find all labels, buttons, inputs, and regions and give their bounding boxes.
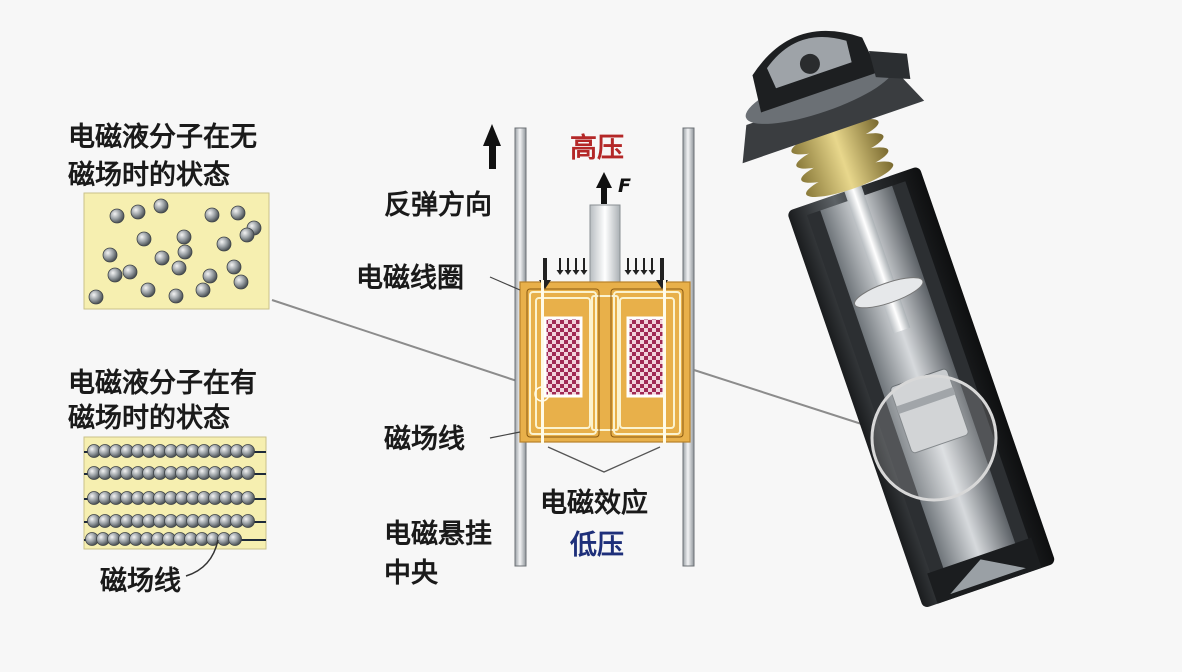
arrow-down-icon [640, 258, 648, 275]
arrow-down-icon [580, 258, 588, 275]
arrow-down-icon [624, 258, 632, 275]
particle-icon [176, 229, 192, 245]
field-line-loops [529, 291, 681, 435]
particle-icon [140, 282, 156, 298]
field-lines-center-leader [489, 431, 521, 439]
particle-icon [230, 205, 246, 221]
em-effect-leader [547, 446, 661, 473]
particle-icon [195, 282, 211, 298]
pin-left [541, 280, 544, 444]
force-arrow-icon [596, 172, 612, 204]
particle-icon [168, 288, 184, 304]
rebound-arrow-icon [483, 124, 501, 169]
pin-right [663, 280, 666, 444]
particle-icon [241, 444, 255, 458]
shock-connector [868, 50, 911, 80]
particle-icon [122, 264, 138, 280]
shock-spring [791, 119, 894, 197]
particle-icon [136, 231, 152, 247]
no-field-label-line1: 电磁液分子在无 [68, 122, 257, 153]
field-lines-center-label: 磁场线 [384, 424, 465, 455]
coil-leader [489, 276, 521, 291]
arrow-down-icon [572, 258, 580, 275]
particle-icon [241, 514, 255, 528]
shock-top-plate [742, 72, 925, 164]
particle-icon [239, 227, 255, 243]
no-field-panel [83, 192, 270, 310]
no-field-label-line2: 磁场时的状态 [68, 159, 230, 191]
em-suspension-label-line1: 电磁悬挂 [384, 519, 492, 550]
low-pressure-label: 低压 [569, 530, 624, 561]
particle-icon [204, 207, 220, 223]
particle-icon [154, 250, 170, 266]
arrow-down-icon [648, 258, 656, 275]
with-field-label-line2: 磁场时的状态 [68, 402, 230, 434]
arrow-down-icon [564, 258, 572, 275]
particle-icon [233, 274, 249, 290]
particle-icon [241, 466, 255, 480]
magnifier-circle [870, 374, 998, 502]
em-effect-label: 电磁效应 [540, 487, 648, 519]
piston-rod [589, 204, 621, 286]
particle-icon [107, 267, 123, 283]
shock-absorber-illustration [742, 30, 1055, 607]
with-field-label-line1: 电磁液分子在有 [68, 368, 257, 399]
particle-icon [226, 259, 242, 275]
em-suspension-label-line2: 中央 [384, 558, 439, 589]
arrow-down-icon [632, 258, 640, 275]
particle-icon [102, 247, 118, 263]
particle-icon [130, 204, 146, 220]
connector-line-left [271, 299, 521, 383]
aligned-particles [84, 444, 266, 546]
with-field-label: 电磁液分子在有 磁场时的状态 [68, 368, 257, 434]
particle-icon [216, 236, 232, 252]
shock-disc [854, 277, 924, 309]
connector-line-right [693, 369, 875, 429]
field-lines-left-leader [185, 539, 219, 577]
shock-bottom-indicator [950, 559, 1026, 595]
particle-icon [202, 268, 218, 284]
with-field-panel [83, 436, 267, 550]
particle-icon [171, 260, 187, 276]
arrow-down-icon [556, 258, 564, 275]
particle-icon [228, 532, 242, 546]
cylinder-diagram: 高压 F 电 [489, 127, 695, 567]
particle-icon [241, 491, 255, 505]
particle-icon [153, 198, 169, 214]
coil-right [626, 316, 666, 398]
high-pressure-label: 高压 [570, 132, 624, 164]
particle-icon [109, 208, 125, 224]
rebound-direction-label: 反弹方向 [384, 189, 492, 221]
no-field-label: 电磁液分子在无 磁场时的状态 [68, 122, 257, 191]
field-lines-left-label: 磁场线 [100, 566, 181, 597]
force-label: F [618, 175, 631, 197]
coil-label: 电磁线圈 [356, 263, 464, 294]
particle-icon [177, 244, 193, 260]
particle-icon [88, 289, 104, 305]
coil-left [543, 316, 583, 398]
free-particles [88, 198, 262, 305]
field-line-dividers [526, 288, 684, 438]
pin-marker [534, 386, 550, 402]
